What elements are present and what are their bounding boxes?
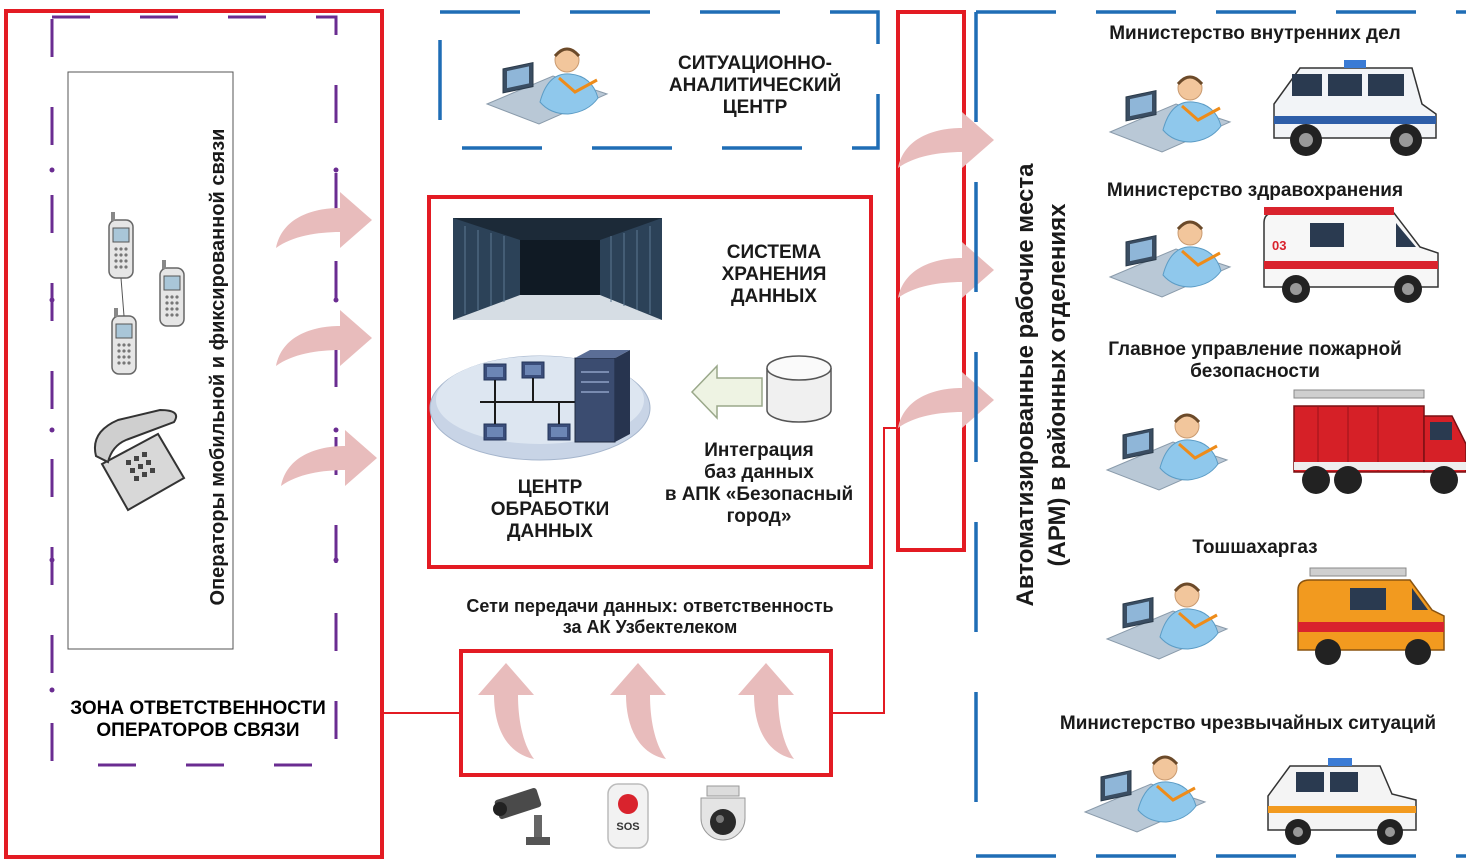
storage-line3: ДАННЫХ [731, 285, 817, 307]
agency-name-line2: безопасности [1190, 360, 1320, 382]
operators-zone-title-line1: ЗОНА ОТВЕТСТВЕННОСТИ [70, 698, 326, 719]
operator-workstation-icon [485, 46, 609, 126]
operators-frame [4, 9, 384, 859]
integration-line3: в АПК «Безопасный [664, 483, 854, 505]
flow-arrow-left-3 [281, 430, 377, 486]
operators-dashed-frame [50, 15, 338, 767]
agency-name: Министерство здравохранения [1106, 180, 1404, 201]
arm-dashed-frame [974, 10, 1466, 860]
desk-phone-icon [94, 408, 186, 512]
integration-line1: Интеграция [704, 440, 814, 461]
situation-center-frame [438, 10, 880, 150]
flow-arrow-right-3 [898, 372, 994, 428]
agency-name-line1: Главное управление пожарной [1108, 339, 1402, 360]
flow-arrow-up-2 [610, 663, 666, 759]
storage-line2: ХРАНЕНИЯ [721, 263, 827, 285]
sos-text: SOS [616, 821, 640, 833]
network-label: Сети передачи данных: ответственность за… [430, 596, 870, 637]
situation-center-line3: ЦЕНТР [722, 96, 788, 118]
agency-name: Министерство внутренних дел [1109, 23, 1401, 44]
flow-arrow-up-3 [738, 663, 794, 759]
ambulance-icon [1263, 207, 1439, 303]
network-line1: Сети передачи данных: ответственность [466, 596, 834, 616]
storage-system-title: СИСТЕМА ХРАНЕНИЯ ДАННЫХ [684, 242, 864, 308]
network-line2: за АК Узбектелеком [562, 616, 738, 637]
police-car-icon [1273, 60, 1437, 156]
processing-center-title: ЦЕНТР ОБРАБОТКИ ДАННЫХ [460, 477, 640, 543]
arm-label-line1: Автоматизированные рабочие места [1012, 163, 1039, 607]
operator-workstation-icon [1105, 581, 1229, 661]
flow-arrow-left-1 [276, 192, 372, 248]
processing-line3: ДАННЫХ [507, 520, 593, 542]
situation-center-line1: СИТУАЦИОННО- [678, 53, 832, 74]
operators-zone-title: ЗОНА ОТВЕТСТВЕННОСТИ ОПЕРАТОРОВ СВЯЗИ [56, 698, 340, 742]
data-center-frame [427, 195, 873, 569]
link-network-connector [832, 427, 898, 714]
dome-camera-icon [700, 785, 746, 841]
operator-workstation-icon [1108, 74, 1232, 154]
operator-workstation-icon [1108, 219, 1232, 299]
integration-arrow [690, 364, 763, 420]
flow-arrow-up-1 [478, 663, 534, 759]
sos-button-icon [607, 783, 649, 849]
storage-line1: СИСТЕМА [726, 242, 822, 263]
integration-line4: город» [726, 505, 792, 527]
ambulance-number: 03 [1272, 238, 1287, 253]
integration-label: Интеграция баз данных в АПК «Безопасный … [648, 440, 870, 527]
database-icon [766, 355, 832, 423]
operators-inner-box [67, 71, 234, 650]
agency-name: Министерство чрезвычайных ситуаций [1059, 713, 1437, 734]
emergency-vehicle-icon [1267, 758, 1417, 845]
processing-line1: ЦЕНТР [517, 477, 583, 498]
server-room-icon [453, 218, 662, 320]
agency-name: Тошшахаргаз [1192, 537, 1318, 558]
integration-line2: баз данных [704, 461, 814, 483]
mobile-phone-icon [108, 211, 185, 375]
operator-workstation-icon [1105, 412, 1229, 492]
operators-zone-title-line2: ОПЕРАТОРОВ СВЯЗИ [96, 719, 300, 741]
gas-service-vehicle-icon [1297, 567, 1445, 665]
situation-center-title: СИТУАЦИОННО- АНАЛИТИЧЕСКИЙ ЦЕНТР [650, 53, 860, 119]
cctv-camera-icon [493, 788, 550, 845]
situation-center-line2: АНАЛИТИЧЕСКИЙ [668, 74, 842, 96]
flow-arrow-right-2 [898, 242, 994, 298]
operator-workstation-icon [1083, 754, 1207, 834]
operators-vertical-label: Операторы мобильной и фиксированной связ… [207, 128, 229, 606]
network-icon [429, 350, 651, 461]
network-frame [459, 649, 833, 777]
flow-arrow-right-1 [898, 112, 994, 168]
processing-line2: ОБРАБОТКИ [490, 498, 610, 520]
fire-truck-icon [1293, 389, 1466, 494]
agency-name: Главное управление пожарной безопасности [1040, 339, 1466, 383]
flow-arrow-left-2 [276, 310, 372, 366]
